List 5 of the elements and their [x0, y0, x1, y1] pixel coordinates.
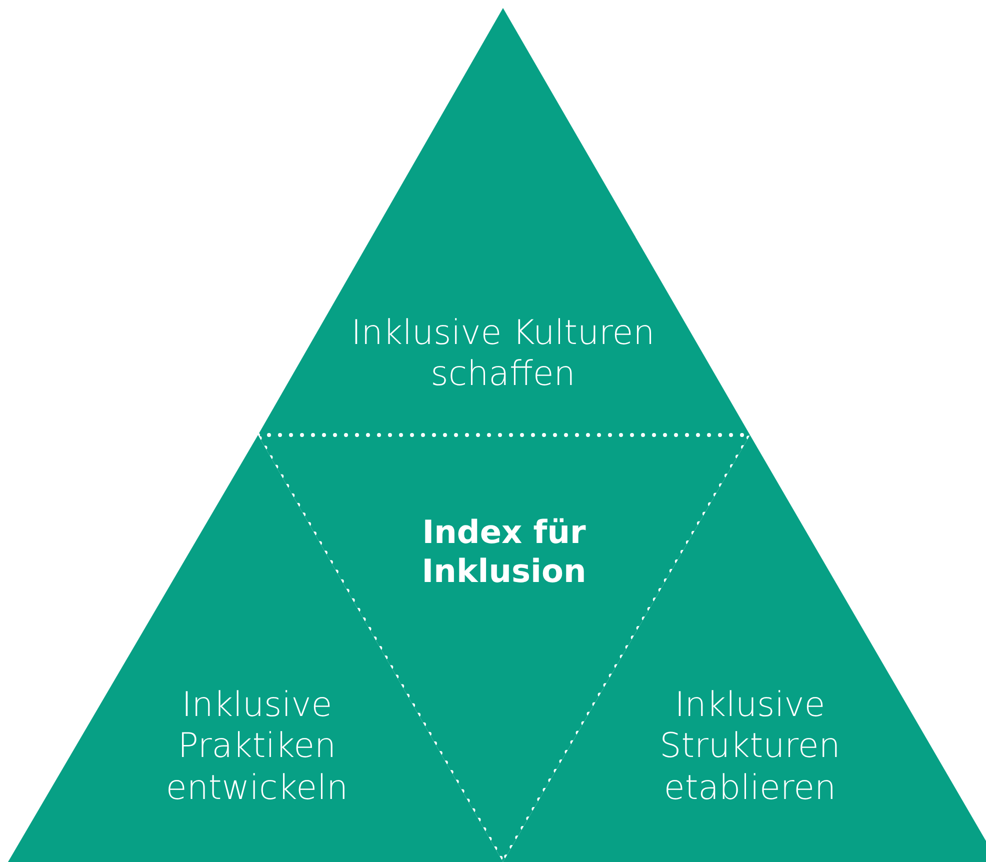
- segment-label: Inklusive Kulturen schaffen: [350, 313, 656, 396]
- segment-label: Index für Inklusion: [420, 513, 588, 592]
- segment-label: Inklusive Praktiken entwickeln: [164, 685, 350, 810]
- triangle-segment: [258, 8, 750, 435]
- segment-label: Inklusive Strukturen etablieren: [658, 685, 842, 810]
